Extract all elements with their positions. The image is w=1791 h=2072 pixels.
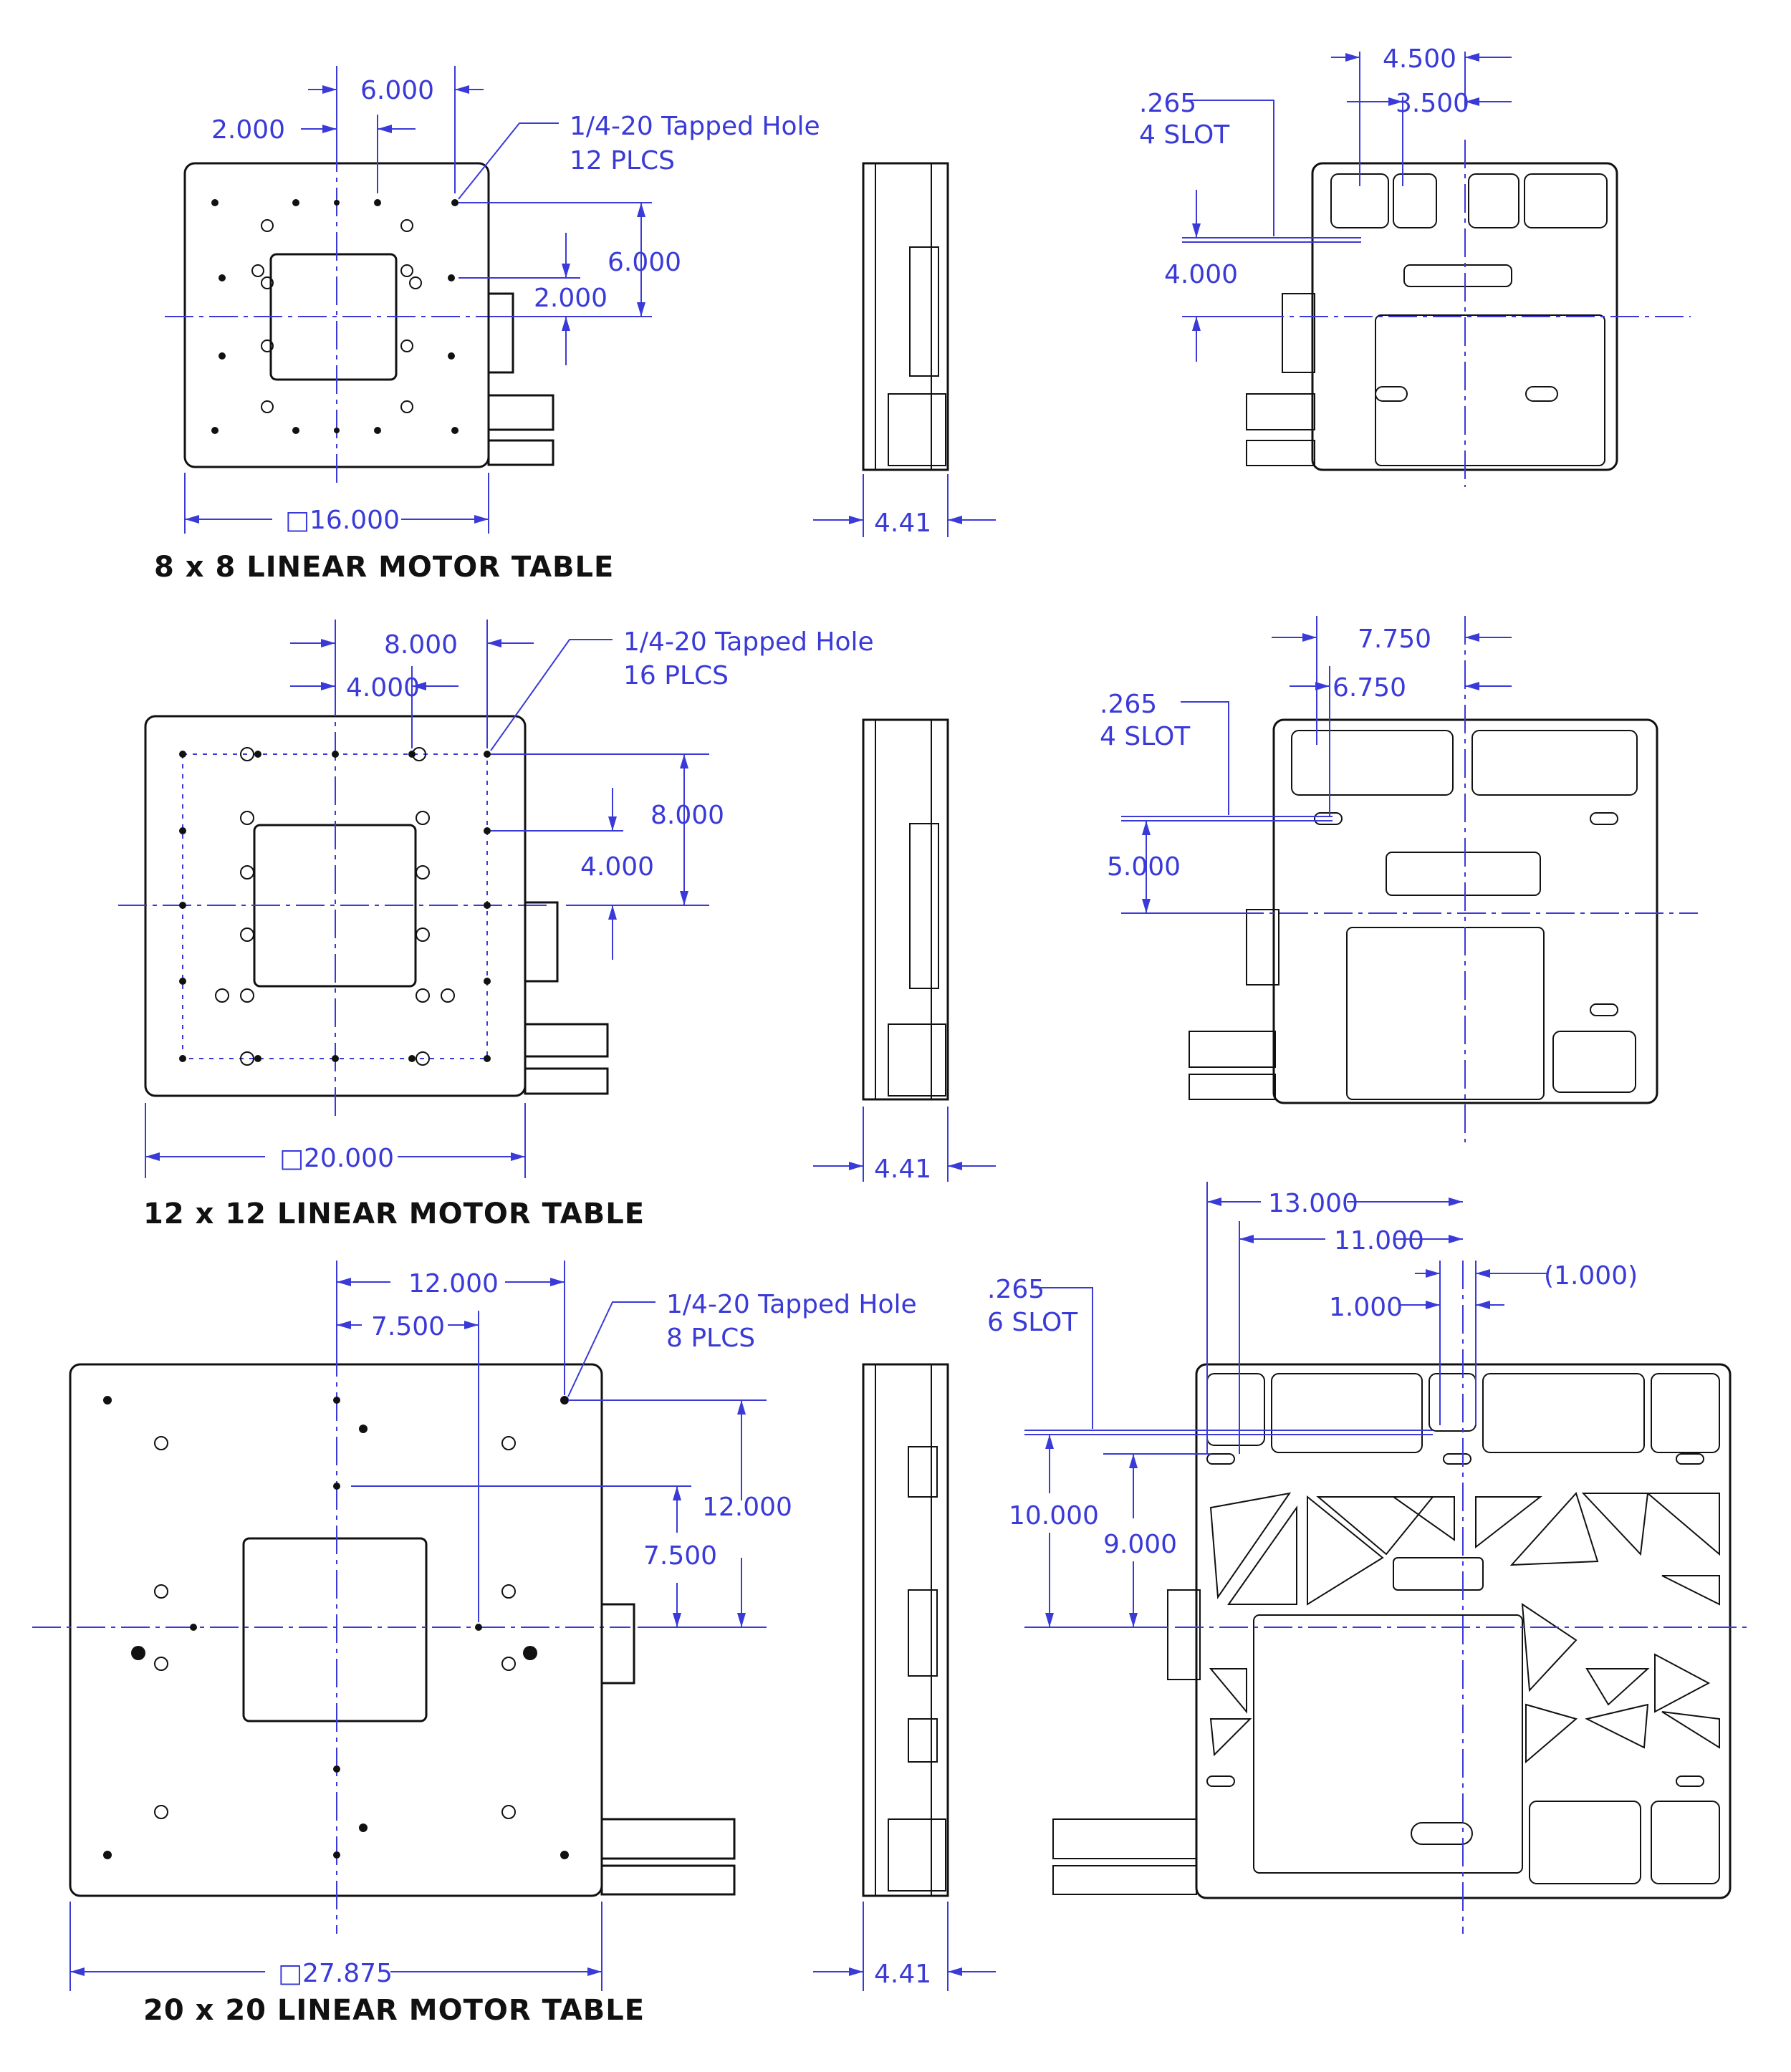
table20-slot-height-inner: 9.000	[1103, 1530, 1177, 1559]
table20-top-view: 12.000 7.500 1/4-20 Tapped Hole 8 PLCS 1…	[32, 1261, 917, 1991]
table8-slot-size: .265	[1139, 89, 1196, 118]
table20-side-body	[862, 1363, 949, 1897]
table20-top-offset: 7.500	[371, 1312, 445, 1341]
table20-tapped-holes	[103, 1396, 569, 1859]
table20-width: □27.875	[278, 1959, 393, 1988]
table20-side-spacing: 12.000	[702, 1493, 792, 1522]
table20-top-spacing: 12.000	[408, 1269, 499, 1298]
table20-slot-count: 6 SLOT	[987, 1308, 1078, 1337]
table12-slot-size: .265	[1100, 690, 1157, 719]
table20-side-thickness: 4.41	[874, 1960, 931, 1989]
table8-tapped-holes	[211, 199, 458, 434]
table12-side-offset: 4.000	[580, 852, 654, 882]
table20-slot-size: .265	[987, 1275, 1045, 1304]
table12-bottom-view: 7.750 6.750 .265 4 SLOT 5.000	[1100, 616, 1698, 1142]
table20-slot-ref: (1.000)	[1544, 1261, 1638, 1291]
table20-side-offset: 7.500	[643, 1541, 717, 1571]
table8-slot-height: 4.000	[1164, 260, 1238, 289]
table20-slot-inner: 11.000	[1334, 1226, 1424, 1256]
table12-title: 12 x 12 LINEAR MOTOR TABLE	[143, 1198, 645, 1230]
table20-center-cutout	[242, 1537, 428, 1722]
table12-side-view: 4.41	[813, 718, 996, 1184]
table20-hole-count: 8 PLCS	[666, 1324, 755, 1353]
table8-top-offset: 2.000	[211, 115, 285, 145]
table8-top-view: 6.000 2.000 1/4-20 Tapped Hole 12 PLCS 6…	[165, 66, 820, 535]
table8-side-view: 4.41	[813, 162, 996, 538]
table8-slot-outer: 4.500	[1383, 44, 1456, 74]
table8-side-body	[862, 162, 949, 471]
table20-slot-outer: 13.000	[1268, 1189, 1358, 1218]
table20-slot-height-outer: 10.000	[1009, 1501, 1099, 1531]
table8-width: □16.000	[285, 506, 400, 535]
table12-top-view: 8.000 4.000 1/4-20 Tapped Hole 16 PLCS 8…	[118, 620, 874, 1178]
table12-side-body	[862, 718, 949, 1101]
table12-slot-inner: 6.750	[1333, 673, 1406, 703]
table20-bottom-view: 13.000 11.000 (1.000) 1.000 .265 6 SLOT …	[987, 1182, 1748, 1934]
table20-hole-note: 1/4-20 Tapped Hole	[666, 1290, 917, 1319]
table8-title: 8 x 8 LINEAR MOTOR TABLE	[154, 551, 614, 584]
table8-slot-inner: 3.500	[1396, 89, 1469, 118]
table8-bottom-view: 4.500 3.500 .265 4 SLOT 4.000	[1139, 44, 1691, 487]
table8-top-spacing: 6.000	[360, 76, 434, 105]
table12-side-thickness: 4.41	[874, 1155, 931, 1184]
table8-encoder-block	[487, 292, 514, 374]
table20-slot-gap: 1.000	[1329, 1293, 1403, 1322]
table12-top-offset: 4.000	[346, 673, 420, 703]
table12-width: □20.000	[279, 1144, 394, 1173]
table20-title: 20 x 20 LINEAR MOTOR TABLE	[143, 1994, 645, 2027]
table8-side-offset: 2.000	[534, 284, 608, 313]
table8-side-thickness: 4.41	[874, 509, 931, 538]
table8-motor-cable-2	[487, 439, 554, 466]
table12-side-spacing: 8.000	[650, 801, 724, 830]
table12-hole-note: 1/4-20 Tapped Hole	[623, 627, 874, 657]
table20-side-view: 4.41	[813, 1363, 996, 1991]
table12-slot-count: 4 SLOT	[1100, 722, 1191, 751]
table8-hole-count: 12 PLCS	[570, 146, 675, 175]
table12-slot-outer: 7.750	[1358, 625, 1431, 654]
table12-top-spacing: 8.000	[384, 630, 458, 660]
table12-tapped-holes	[179, 747, 491, 1066]
table12-plate	[144, 715, 527, 1097]
table12-slot-height: 5.000	[1107, 852, 1181, 882]
table12-hole-count: 16 PLCS	[623, 661, 729, 690]
table8-slot-count: 4 SLOT	[1139, 120, 1230, 150]
table8-side-spacing: 6.000	[608, 248, 681, 277]
table8-hole-note: 1/4-20 Tapped Hole	[570, 112, 820, 141]
table8-motor-cable-1	[487, 394, 554, 431]
